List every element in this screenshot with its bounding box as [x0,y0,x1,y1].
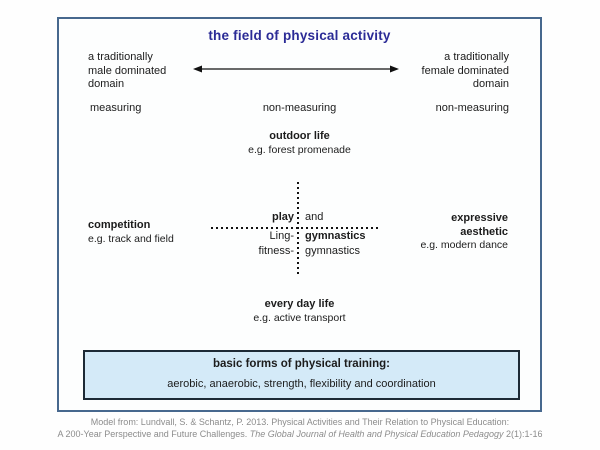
citation-line1: Model from: Lundvall, S. & Schantz, P. 2… [90,417,510,427]
horizontal-dotted-axis [211,227,380,229]
everyday-life-label: every day life [264,298,335,310]
competition-example: e.g. track and field [88,232,174,245]
measuring-label-center: non-measuring [262,102,337,114]
fitness-gymnastics-label: gymnastics [305,245,361,257]
double-arrow-icon [193,65,399,73]
citation-line2-suffix: 2(1):1-16 [503,428,543,439]
citation-line2: A 200-Year Perspective and Future Challe… [0,429,600,441]
measuring-label-right: non-measuring [435,102,509,114]
female-domain-label: a traditionally female dominated domain [421,51,509,90]
citation-line2-prefix: A 200-Year Perspective and Future Challe… [57,428,250,439]
measuring-label-left: measuring [90,102,142,114]
vertical-dotted-axis [297,182,299,277]
outdoor-life-example: e.g. forest promenade [248,144,351,156]
diagram-title: the field of physical activity [208,28,391,43]
competition-label: competition [88,219,151,231]
ling-gymnastics-label: gymnastics [305,230,366,242]
competition-block: competition e.g. track and field [88,219,174,246]
and-label: and [305,211,324,223]
training-box: basic forms of physical training: aerobi… [83,350,520,400]
play-label: play [271,211,294,223]
everyday-life-example: e.g. active transport [253,312,346,324]
outdoor-life-label: outdoor life [269,130,330,142]
expressive-example: e.g. modern dance [420,239,508,251]
ling-label: Ling- [269,230,294,242]
citation-journal-title: The Global Journal of Health and Physica… [249,428,504,439]
citation-caption: Model from: Lundvall, S. & Schantz, P. 2… [0,417,600,440]
expressive-aesthetic-label: expressive aesthetic [451,212,508,238]
diagram-frame: the field of physical activity a traditi… [57,17,542,412]
training-box-items: aerobic, anaerobic, strength, flexibilit… [167,378,436,390]
fitness-label: fitness- [258,245,294,257]
expressive-block: expressive aesthetic e.g. modern dance [420,212,508,252]
training-box-title: basic forms of physical training: [212,358,390,370]
male-domain-label: a traditionally male dominated domain [88,51,167,90]
